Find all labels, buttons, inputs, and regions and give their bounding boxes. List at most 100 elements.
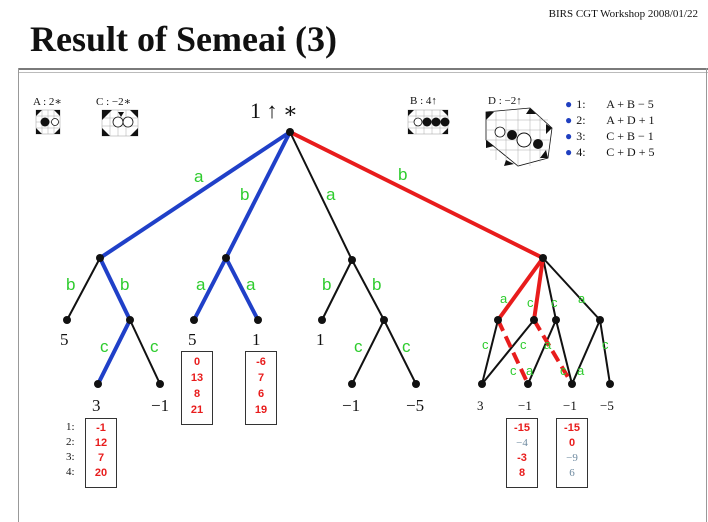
edge-label: c bbox=[482, 337, 489, 352]
value-cell: -1 bbox=[96, 422, 106, 434]
formula-row: ● 4: C + D + 5 bbox=[565, 144, 654, 160]
edge-label: a bbox=[196, 275, 206, 294]
value-cell: −4 bbox=[516, 437, 528, 449]
blue-path bbox=[96, 130, 292, 385]
formula-expr: A + B − 5 bbox=[606, 97, 654, 111]
value-box: -1 12 7 20 bbox=[85, 418, 117, 488]
leaf-value: 1 bbox=[252, 330, 261, 349]
leaf-value: 1 bbox=[316, 330, 325, 349]
formula-expr: C + D + 5 bbox=[606, 145, 655, 159]
row-index: 1: bbox=[66, 421, 75, 433]
row-index: 4: bbox=[66, 466, 75, 478]
edge-label: b bbox=[240, 185, 250, 204]
value-box: -15 0 −9 6 bbox=[556, 418, 588, 488]
value-cell: 8 bbox=[518, 467, 526, 479]
formula-expr: C + B − 1 bbox=[606, 129, 654, 143]
formula-index: 4: bbox=[576, 145, 586, 159]
red-path bbox=[289, 130, 574, 386]
game-label-d: D : −2↑ bbox=[488, 95, 522, 107]
value-cell: −9 bbox=[566, 452, 578, 464]
value-cell: 7 bbox=[97, 452, 105, 464]
tree-edges bbox=[66, 131, 611, 385]
value-cell: 13 bbox=[190, 372, 204, 384]
formula-row: ● 1: A + B − 5 bbox=[565, 96, 654, 112]
value-cell: -6 bbox=[256, 356, 266, 368]
edge-label: a bbox=[194, 167, 204, 186]
go-position-c-icon bbox=[101, 109, 139, 137]
value-cell: 8 bbox=[193, 388, 201, 400]
value-cell: -3 bbox=[517, 452, 527, 464]
value-cell: 6 bbox=[569, 467, 575, 479]
bullet-icon: ● bbox=[565, 129, 573, 143]
edge-label: c bbox=[551, 295, 558, 310]
edge-label: b bbox=[120, 275, 130, 294]
formula-index: 3: bbox=[576, 129, 586, 143]
game-label-b: B : 4↑ bbox=[410, 95, 437, 107]
frame-left bbox=[18, 68, 19, 522]
root-label: 1 ↑ ∗ bbox=[250, 98, 298, 123]
edge-label: c bbox=[510, 363, 517, 378]
value-cell: 20 bbox=[94, 467, 108, 479]
leaf-value: 3 bbox=[92, 396, 101, 415]
game-label-a: A : 2∗ bbox=[33, 96, 62, 108]
leaf-value: −1 bbox=[518, 398, 532, 413]
edge-label: c bbox=[602, 337, 609, 352]
page-title: Result of Semeai (3) bbox=[30, 19, 337, 59]
edge-label: a bbox=[577, 363, 585, 378]
edge-label: a bbox=[526, 363, 534, 378]
leaf-value: −1 bbox=[563, 398, 577, 413]
value-cell: 7 bbox=[257, 372, 265, 384]
edge-label: c bbox=[100, 337, 109, 356]
edge-label: a bbox=[578, 291, 586, 306]
bullet-icon: ● bbox=[565, 145, 573, 159]
edge-label: c bbox=[527, 295, 534, 310]
edge-label: b bbox=[66, 275, 76, 294]
edge-label: b bbox=[322, 275, 332, 294]
edge-label: c bbox=[150, 337, 159, 356]
edge-label: b bbox=[398, 165, 408, 184]
edge-label: c bbox=[354, 337, 363, 356]
leaf-value: 3 bbox=[477, 398, 484, 413]
leaf-value: −1 bbox=[151, 396, 170, 415]
leaf-value: 5 bbox=[188, 330, 197, 349]
value-cell: 0 bbox=[568, 437, 576, 449]
frame-right bbox=[706, 68, 707, 522]
value-box: -15 −4 -3 8 bbox=[506, 418, 538, 488]
value-cell: 19 bbox=[254, 404, 268, 416]
row-index: 2: bbox=[66, 436, 75, 448]
game-label-c: C : −2∗ bbox=[96, 96, 132, 108]
bullet-icon: ● bbox=[565, 113, 573, 127]
edge-label: a bbox=[500, 291, 508, 306]
value-cell: 6 bbox=[257, 388, 265, 400]
value-cell: -15 bbox=[564, 422, 580, 434]
row-index: 3: bbox=[66, 451, 75, 463]
header-divider bbox=[18, 68, 708, 70]
edge-label: c bbox=[560, 363, 567, 378]
formula-list: ● 1: A + B − 5 ● 2: A + D + 1 ● 3: C + B… bbox=[565, 96, 654, 160]
leaf-value: −5 bbox=[600, 398, 614, 413]
edge-label: a bbox=[326, 185, 336, 204]
edge-label: c bbox=[520, 337, 527, 352]
leaf-value: −5 bbox=[406, 396, 425, 415]
bullet-icon: ● bbox=[565, 97, 573, 111]
edge-label: b bbox=[372, 275, 382, 294]
formula-index: 1: bbox=[576, 97, 586, 111]
leaf-value: −1 bbox=[342, 396, 361, 415]
edge-label: a bbox=[544, 337, 552, 352]
go-position-d-icon bbox=[485, 107, 553, 167]
formula-row: ● 3: C + B − 1 bbox=[565, 128, 654, 144]
value-box: -6 7 6 19 bbox=[245, 351, 277, 425]
leaf-value: 5 bbox=[60, 330, 69, 349]
header-divider-shadow bbox=[18, 72, 708, 73]
value-cell: 0 bbox=[193, 356, 201, 368]
go-position-b-icon bbox=[407, 109, 450, 135]
edge-label: c bbox=[402, 337, 411, 356]
formula-expr: A + D + 1 bbox=[606, 113, 655, 127]
value-cell: -15 bbox=[514, 422, 530, 434]
formula-index: 2: bbox=[576, 113, 586, 127]
edge-label: a bbox=[246, 275, 256, 294]
workshop-label: BIRS CGT Workshop 2008/01/22 bbox=[548, 8, 698, 20]
go-position-a-icon bbox=[35, 109, 61, 135]
